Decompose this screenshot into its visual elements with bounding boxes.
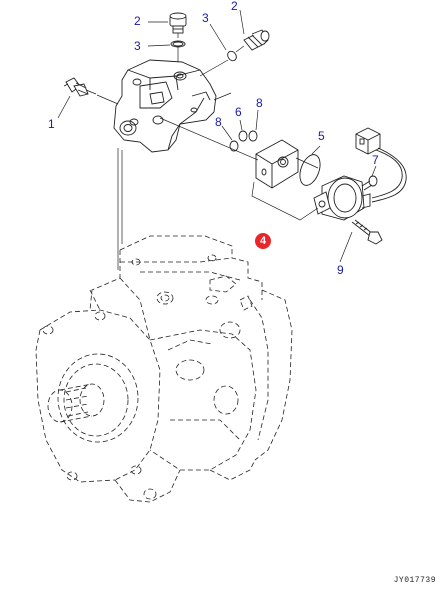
plug-part-2-left[interactable] <box>169 12 187 34</box>
adapter-block[interactable] <box>255 139 299 189</box>
solenoid-wire-outer <box>371 147 407 203</box>
assembly-lines <box>117 92 319 270</box>
callout-part-3-left[interactable]: 3 <box>134 39 141 53</box>
wire-connector[interactable] <box>355 127 381 155</box>
screw-part-7[interactable] <box>361 175 378 191</box>
solenoid-wire <box>371 149 403 199</box>
bolt-part-9[interactable] <box>351 219 383 245</box>
drawing-code: JY017739 <box>393 576 436 585</box>
control-valve-block <box>113 59 217 153</box>
callout-leaders <box>57 9 377 263</box>
callout-part-8-left[interactable]: 8 <box>215 115 222 129</box>
pressure-sensor-part-1[interactable] <box>63 77 97 97</box>
o-ring-part-5[interactable] <box>296 152 324 188</box>
o-ring-part-8-lower[interactable] <box>229 140 239 152</box>
fitting-part-2-right[interactable] <box>243 29 270 51</box>
callout-part-9[interactable]: 9 <box>337 263 344 277</box>
o-ring-part-3-left[interactable] <box>170 40 186 48</box>
callout-part-8-right[interactable]: 8 <box>256 96 263 110</box>
solenoid-valve[interactable] <box>313 175 371 221</box>
callout-part-7[interactable]: 7 <box>372 153 379 167</box>
o-ring-part-6[interactable] <box>238 130 248 142</box>
o-ring-part-8-upper[interactable] <box>248 130 258 142</box>
sensor-mount-line <box>96 94 119 105</box>
hydraulic-pump-phantom <box>35 235 293 503</box>
callout-part-2-left[interactable]: 2 <box>134 14 141 28</box>
callout-part-1[interactable]: 1 <box>48 117 55 131</box>
callout-part-5[interactable]: 5 <box>318 129 325 143</box>
callout-part-2-right[interactable]: 2 <box>231 0 238 13</box>
o-ring-part-3-right[interactable] <box>226 50 238 63</box>
callout-part-3-right[interactable]: 3 <box>202 11 209 25</box>
fitting-axis-line <box>199 45 245 77</box>
callout-part-6[interactable]: 6 <box>235 105 242 119</box>
callout-part-4-highlight[interactable]: 4 <box>255 233 271 249</box>
